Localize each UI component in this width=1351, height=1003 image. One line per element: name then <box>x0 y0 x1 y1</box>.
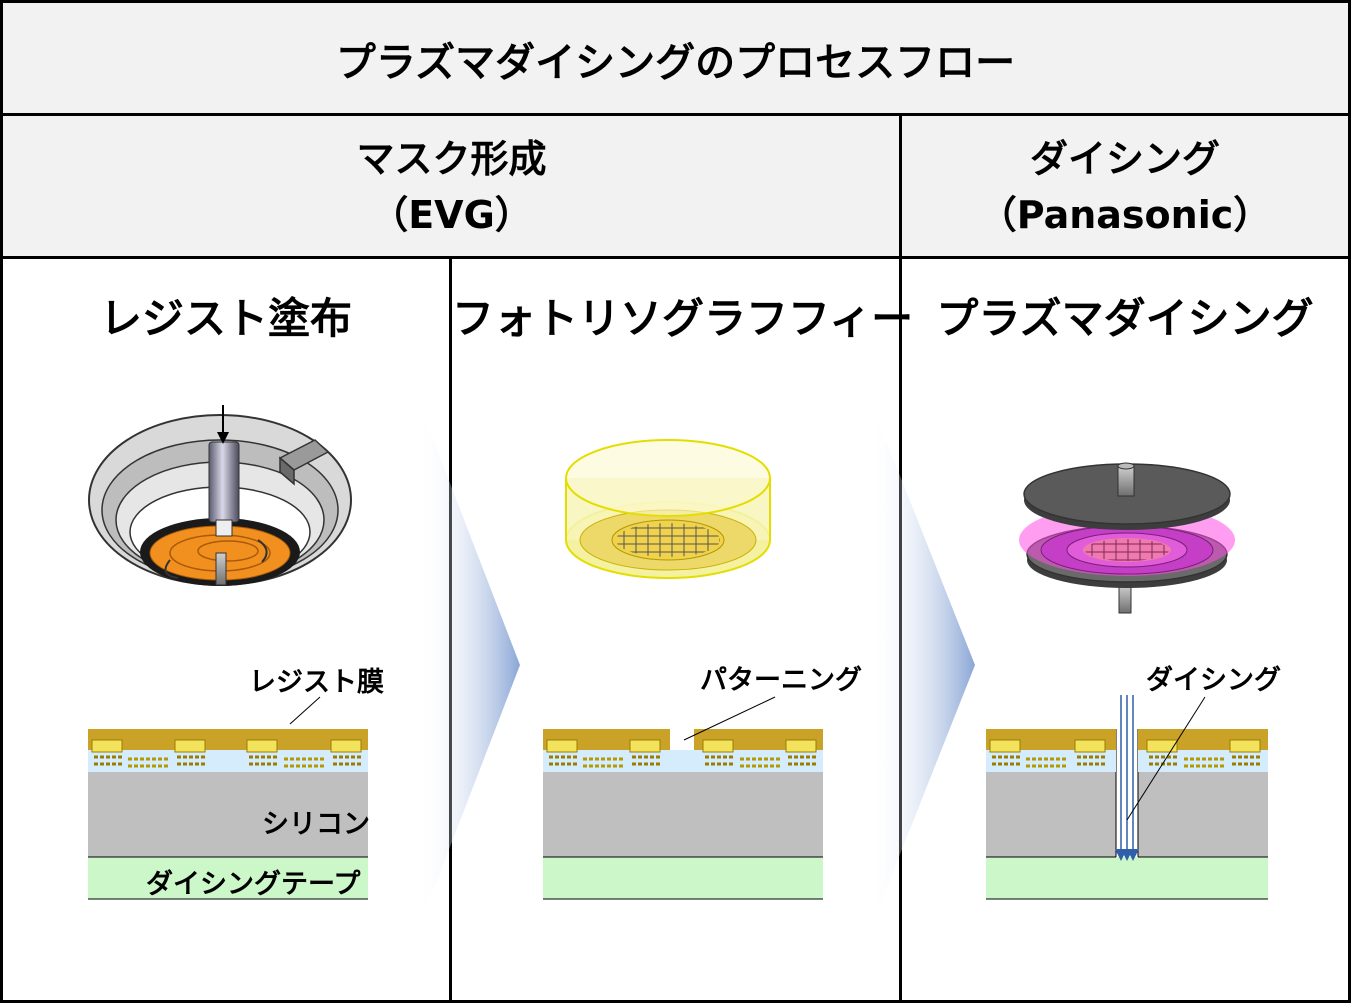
dicing-group-name: ダイシング <box>1029 136 1220 181</box>
label-dicing-tape: ダイシングテープ <box>146 869 361 900</box>
dicing-group-vendor: （Panasonic） <box>978 192 1272 237</box>
plasma-chamber-illustration <box>1019 462 1235 614</box>
label-resist-film: レジスト膜 <box>249 667 384 698</box>
divider-h1 <box>0 113 1351 116</box>
cross-section-dicing <box>986 695 1268 900</box>
mask-group-header: マスク形成 （EVG） <box>3 116 900 257</box>
spin-coater-illustration <box>88 405 352 586</box>
step-resist-coating: レジスト塗布 <box>99 294 352 343</box>
arrow-chevron-1 <box>418 400 520 930</box>
dicing-group-header: ダイシング （Panasonic） <box>902 116 1348 257</box>
cross-section-patterning <box>543 696 823 900</box>
title-cell: プラズマダイシングのプロセスフロー <box>3 3 1348 114</box>
mask-group-vendor: （EVG） <box>370 192 533 237</box>
label-dicing: ダイシング <box>1146 665 1281 696</box>
step-plasma-dicing: プラズマダイシング <box>936 294 1314 343</box>
divider-h2 <box>0 256 1351 259</box>
lithography-dish-illustration <box>565 439 771 579</box>
label-silicon: シリコン <box>262 809 370 840</box>
arrow-chevron-2 <box>870 400 975 930</box>
step-photolithography: フォトリソグラフフィー <box>452 294 914 343</box>
mask-group-name: マスク形成 <box>356 136 547 181</box>
cross-section-resist <box>88 696 368 900</box>
label-patterning: パターニング <box>700 665 862 696</box>
diagram-title: プラズマダイシングのプロセスフロー <box>335 39 1016 86</box>
